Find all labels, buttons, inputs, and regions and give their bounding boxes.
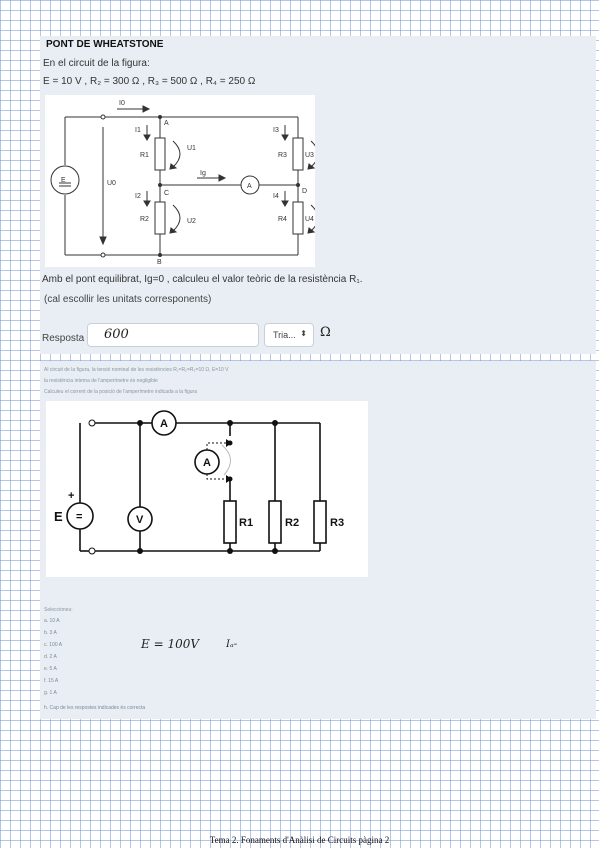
circuit2-r2-label: R2: [285, 517, 299, 529]
circuit1-r4-label: R4: [278, 216, 287, 223]
circuit1-u4-label: U4: [305, 216, 314, 223]
question2-text-line1: Al circuit de la figura, la tensió nomin…: [44, 367, 229, 373]
circuit1-node-c: C: [164, 190, 169, 197]
circuit1-i1-label: I1: [135, 127, 141, 134]
circuit1-ammeter-label: A: [247, 183, 252, 190]
option-label: e. 5 A: [44, 666, 57, 672]
unit-select-value: Tria...: [273, 330, 296, 340]
circuit2-r3-label: R3: [330, 517, 344, 529]
question-intro: En el circuit de la figura:: [43, 58, 150, 69]
handwritten-i-note: Iₐ-: [226, 639, 238, 650]
option-radio[interactable]: d. 2 A: [44, 654, 57, 660]
ammeter-circuit-svg: A A E = + V R1 R2 R3: [54, 410, 344, 555]
unit-select[interactable]: Tria... ⬍: [264, 323, 314, 347]
circuit2-ammeter-top-label: A: [160, 418, 168, 430]
answer-input[interactable]: 600: [87, 323, 259, 347]
option-radio[interactable]: c. 100 A: [44, 642, 62, 648]
answer-label: Resposta: [42, 333, 85, 344]
ammeter-circuit-figure: A A E = + V R1 R2 R3: [46, 401, 368, 577]
handwritten-e-note: E = 100V: [141, 637, 200, 651]
option-radio[interactable]: e. 5 A: [44, 666, 57, 672]
wheatstone-circuit-svg: E U0 I0 A C D B I1 I2 I3 I4 Ig R1 R2 R3 …: [50, 100, 319, 266]
option-radio[interactable]: h. Cap de les respostes indicades és cor…: [44, 705, 145, 711]
circuit2-ammeter-mid-label: A: [203, 457, 211, 469]
question-values: E = 10 V , R₂ = 300 Ω , R₃ = 500 Ω , R₄ …: [43, 76, 256, 87]
question2-text-line2: la resistència interna de l'amperímetre …: [44, 378, 158, 384]
chevron-updown-icon: ⬍: [300, 329, 307, 338]
option-label: a. 10 A: [44, 618, 60, 624]
circuit1-u2-label: U2: [187, 218, 196, 225]
circuit1-e-label: E: [61, 177, 66, 184]
option-radio[interactable]: b. 3 A: [44, 630, 57, 636]
circuit1-i0-label: I0: [119, 100, 125, 107]
wheatstone-circuit-figure: E U0 I0 A C D B I1 I2 I3 I4 Ig R1 R2 R3 …: [45, 95, 319, 267]
option-label: d. 2 A: [44, 654, 57, 660]
circuit1-u0-label: U0: [107, 180, 116, 187]
option-label: f. 15 A: [44, 678, 59, 684]
circuit1-r3-label: R3: [278, 152, 287, 159]
circuit1-r1-label: R1: [140, 152, 149, 159]
circuit1-i4-label: I4: [273, 193, 279, 200]
circuit1-u1-label: U1: [187, 145, 196, 152]
option-label: g. 1 A: [44, 690, 57, 696]
circuit2-eq-symbol: =: [76, 511, 82, 523]
circuit1-ig-label: Ig: [200, 170, 206, 177]
options-header: Seleccioneu:: [44, 607, 73, 613]
circuit2-r1-label: R1: [239, 517, 253, 529]
circuit2-e-label: E: [54, 509, 63, 524]
circuit1-i3-label: I3: [273, 127, 279, 134]
question-panel-wheatstone: PONT DE WHEATSTONE En el circuit de la f…: [40, 36, 596, 354]
circuit1-node-b: B: [157, 259, 162, 266]
option-label: h. Cap de les respostes indicades és cor…: [44, 705, 146, 711]
page-footer: Tema 2. Fonaments d'Anàlisi de Circuits …: [209, 835, 390, 845]
option-radio[interactable]: a. 10 A: [44, 618, 60, 624]
option-radio[interactable]: f. 15 A: [44, 678, 58, 684]
option-label: b. 3 A: [44, 630, 57, 636]
answer-value: 600: [104, 327, 129, 342]
question-title: PONT DE WHEATSTONE: [46, 39, 164, 50]
circuit2-plus-symbol: +: [68, 490, 74, 502]
circuit1-i2-label: I2: [135, 193, 141, 200]
question-prompt: Amb el pont equilibrat, Ig=0 , calculeu …: [42, 274, 363, 285]
circuit1-u3-label: U3: [305, 152, 314, 159]
circuit1-r2-label: R2: [140, 216, 149, 223]
question2-text-line3: Calculeu el corrent de la posició de l'a…: [44, 389, 197, 395]
circuit2-voltmeter-label: V: [136, 514, 144, 526]
question-panel-ammeter: Al circuit de la figura, la tensió nomin…: [40, 361, 596, 719]
question-note: (cal escollir les unitats corresponents): [44, 294, 212, 305]
option-radio[interactable]: g. 1 A: [44, 690, 57, 696]
handwritten-unit: Ω: [320, 325, 331, 340]
option-label: c. 100 A: [44, 642, 63, 648]
circuit1-node-d: D: [302, 188, 307, 195]
circuit1-node-a: A: [164, 120, 169, 127]
